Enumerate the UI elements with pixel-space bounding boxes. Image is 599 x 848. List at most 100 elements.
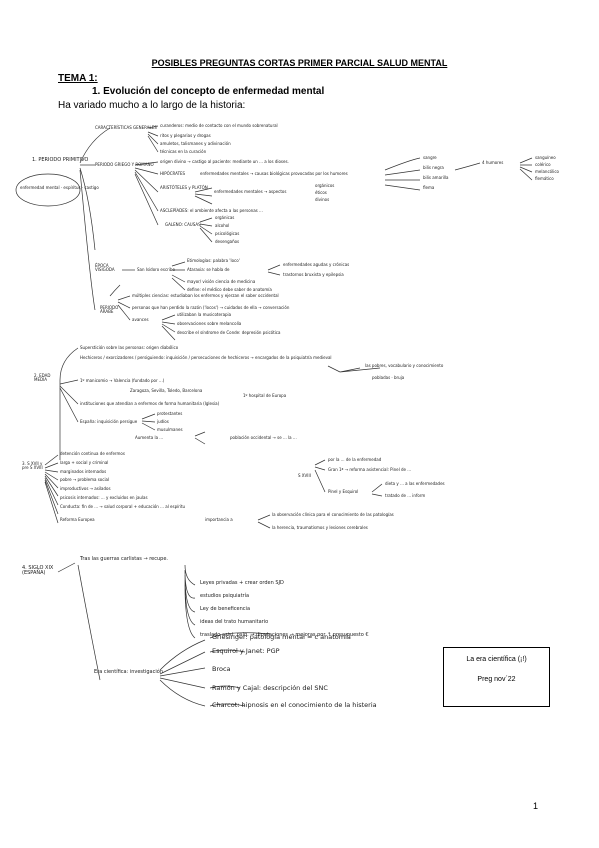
note-caracteristicas: CARACTERÍSTICAS GENERALES bbox=[95, 125, 157, 130]
note-isidoro-1: Etimologías: palabra 'loco' bbox=[187, 258, 240, 263]
note-aspecto-1: orgánicos bbox=[315, 183, 335, 188]
note-siglos-8b: la observación clínica para el conocimie… bbox=[272, 512, 394, 517]
note-media-7: España: inquisición persigue bbox=[80, 419, 138, 424]
note-aspecto-2: éticos bbox=[315, 190, 327, 195]
note-xviii-2: Gran 1ª → reforma asistencial: Pinel de … bbox=[328, 467, 412, 472]
note-siglos-8a: importancia a bbox=[205, 517, 233, 522]
note-ciencia-1: Griesinger: patología mental ≈ c anatomí… bbox=[212, 633, 351, 641]
exam-note-title: La era científica (¡!) bbox=[466, 656, 527, 663]
document-title: POSIBLES PREGUNTAS CORTAS PRIMER PARCIAL… bbox=[151, 58, 448, 68]
note-siglos-8: Reforma Europea bbox=[60, 517, 95, 522]
note-carac-3: amuletos, talismanes y adivinación bbox=[160, 141, 231, 146]
note-siglos-3: marginados internados bbox=[60, 469, 107, 474]
exam-note-box: La era científica (¡!) Preg nov´22 bbox=[443, 647, 550, 707]
note-siglos-4: pobre → problema social bbox=[60, 477, 110, 482]
note-media-8: Aumenta la ... bbox=[135, 435, 164, 440]
note-humor-2: bilis negra bbox=[423, 165, 444, 170]
note-media-7a-1: protestantes bbox=[157, 411, 183, 416]
note-primitivo-detail: enfermedad mental · espíritus · castigo bbox=[20, 185, 99, 190]
note-isidoro-4: define: el médico debe saber de anatomía bbox=[187, 287, 272, 292]
note-xix-4: Ley de beneficencia bbox=[200, 606, 251, 612]
note-arabe-3b: observaciones sobre melancolía bbox=[177, 321, 242, 326]
note-ciencia-3: Broca bbox=[212, 665, 231, 673]
note-temperamento-2: colérico bbox=[535, 162, 551, 167]
note-xix-2: Leyes privadas + crear orden SJD bbox=[200, 580, 284, 586]
note-galeno-causa-3: psicológicas bbox=[215, 231, 240, 236]
note-xix-1: Tras las guerras carlistas → recupe. bbox=[80, 556, 169, 562]
note-siglos-2: larga + social y criminal bbox=[60, 460, 109, 465]
note-humor-1: sangre bbox=[423, 155, 437, 160]
note-humor-4: flema bbox=[423, 185, 435, 190]
note-aspecto-3: divinos bbox=[315, 197, 330, 202]
note-epoca-visigoda: ÉPOCA VISIGODA bbox=[95, 263, 115, 272]
note-xix-6: traslado asist. psiq. → diputaciones → m… bbox=[200, 632, 369, 638]
note-isidoro-2: Ataraxia: se habla de bbox=[187, 267, 230, 272]
note-arabe-3: avances bbox=[132, 317, 149, 322]
note-siglos-8c: la herencia, traumatismos y lesiones cer… bbox=[272, 525, 368, 530]
note-siglos-7: Conducta: fin de ... → salud corporal + … bbox=[60, 504, 186, 509]
note-media-7a-3: musulmanes bbox=[157, 427, 183, 432]
tema-heading: TEMA 1: bbox=[58, 73, 98, 84]
note-isidoro-3: mayor/ visión ciencia de medicina bbox=[187, 279, 256, 284]
note-arabe-3a: utilizaban la musicoterapia bbox=[177, 312, 232, 317]
note-periodo-primitivo: 1. PERIODO PRIMITIVO bbox=[32, 157, 89, 163]
note-galeno-causa-1: orgánicas bbox=[215, 215, 235, 220]
note-ciencia-2: Esquirol y Janet: PGP bbox=[212, 647, 280, 655]
note-xviii-3a: dieta y ... a las enfermedades bbox=[385, 481, 445, 486]
note-ciencia-4: Ramón y Cajal: descripción del SNC bbox=[212, 684, 328, 692]
note-hipocrates-1: enfermedades mentales → causas biológica… bbox=[200, 171, 348, 176]
note-media-6b: 1º hospital de Europa bbox=[243, 393, 287, 398]
note-carac-4: técnicas en la curación bbox=[160, 149, 207, 154]
note-isidoro-2c: trastornos bruxista y epilepsia bbox=[283, 272, 344, 277]
intro-text: Ha variado mucho a lo largo de la histor… bbox=[58, 100, 246, 111]
note-arabe-2: personas que han perdido la razón ('loco… bbox=[132, 305, 290, 310]
section-heading: 1. Evolución del concepto de enfermedad … bbox=[92, 86, 325, 97]
note-siglos-5: improductivos → asilados bbox=[60, 486, 111, 491]
note-xix-5: ideas del trato humanitario bbox=[200, 619, 269, 625]
note-media-2: Hechiceros / exorcizadores / persiguiend… bbox=[80, 355, 332, 360]
note-arabe-3c: describe el síndrome de Conde: depresión… bbox=[177, 330, 281, 335]
note-aristoteles-1: enfermedades mentales → aspectos bbox=[214, 189, 287, 194]
note-media-3b: pobladas · bruja bbox=[372, 375, 405, 380]
note-s-xviii: S XVIII bbox=[298, 473, 311, 478]
note-media-4: 1º manicomio → Valencia (fundado por ...… bbox=[80, 378, 165, 383]
note-isidoro: San Isidoro escribe bbox=[137, 267, 175, 272]
note-edad-media: 2. EDAD MEDIA bbox=[34, 373, 51, 382]
note-temperamento-3: melancólico bbox=[535, 169, 559, 174]
note-isidoro-2b: enfermedades agudas y crónicas bbox=[283, 262, 350, 267]
note-humor-3: bilis amarilla bbox=[423, 175, 449, 180]
note-siglos: 3. S XVII y pre S XVIII bbox=[22, 461, 43, 470]
note-galeno-causa-4: desengaños bbox=[215, 239, 240, 244]
note-media-7a-2: judíos bbox=[157, 419, 169, 424]
note-media-8b: población occidental → se ... la ... bbox=[230, 435, 297, 440]
note-media-5: Zaragoza, Sevilla, Toledo, Barcelona bbox=[130, 388, 203, 393]
note-media-6: instituciones que atendían a enfermos de… bbox=[80, 401, 220, 406]
note-hipocrates-humores: 4 humores bbox=[482, 160, 504, 165]
note-media-3: las pobres, vocabulario y conocimiento bbox=[365, 363, 444, 368]
note-periodo-arabe: PERIODO ÁRABE bbox=[100, 305, 119, 314]
note-arabe-1: múltiples ciencias: estudiaban los enfer… bbox=[132, 293, 279, 298]
note-xviii-3b: tratado de ... inform bbox=[385, 493, 426, 498]
note-siglo-xix: 4. SIGLO XIX (ESPAÑA) bbox=[22, 565, 54, 576]
note-asclepiades: ASCLEPÍADES: el ambiente afecta a las pe… bbox=[160, 208, 263, 213]
note-xix-3: estudios psiquiatría bbox=[200, 593, 250, 599]
note-ciencia-5: Charcot: hipnosis en el conocimiento de … bbox=[212, 701, 377, 709]
note-carac-2: ritos y plegarias y drogas bbox=[160, 133, 211, 138]
page-number: 1 bbox=[533, 801, 539, 811]
note-era-cientifica: Era científica: investigación bbox=[94, 669, 163, 675]
note-carac-1: curanderos: medio de contacto con el mun… bbox=[160, 123, 278, 128]
note-griego-1: origen divino → castigo al paciente: med… bbox=[160, 159, 289, 164]
exam-note-date: Preg nov´22 bbox=[477, 676, 516, 683]
note-siglos-1: detención continua de enfermos bbox=[60, 451, 125, 456]
note-temperamento-1: sanguíneo bbox=[535, 155, 556, 160]
note-galeno-causa-2: alcohol bbox=[215, 223, 230, 228]
note-galeno: GALENO: CAUSAS bbox=[165, 222, 201, 227]
note-griego-romano: PERIODO GRIEGO Y ROMANO bbox=[95, 162, 154, 167]
note-temperamento-4: flemático bbox=[535, 176, 554, 181]
note-xviii-3: Pinel y Esquirol bbox=[328, 489, 359, 494]
note-hipocrates: HIPÓCRATES bbox=[160, 171, 186, 176]
note-siglos-6: psicosis internados: ... y excluidos en … bbox=[60, 495, 148, 500]
note-xviii-1: por la ... de la enfermedad bbox=[328, 457, 382, 462]
note-media-1: Superstición sobre las personas: origen … bbox=[80, 345, 179, 350]
